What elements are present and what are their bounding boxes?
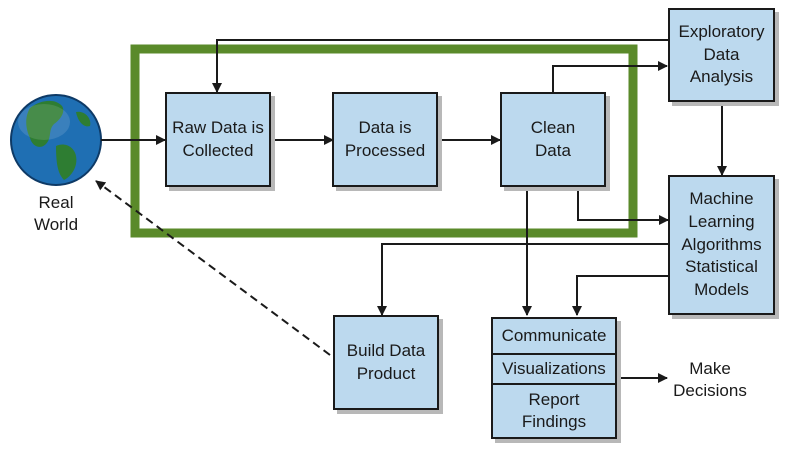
communicate-box: Communicate Visualizations Report Findin… bbox=[491, 317, 617, 439]
machine-learning-box: Machine Learning Algorithms Statistical … bbox=[668, 175, 775, 315]
clean-data-box: Clean Data bbox=[500, 92, 606, 187]
data-processed-label: Data is Processed bbox=[344, 117, 426, 160]
arrow-clean-to-ml bbox=[577, 186, 669, 225]
clean-data-label: Clean Data bbox=[530, 117, 576, 160]
arrow-clean-to-eda bbox=[552, 61, 668, 92]
visualizations-label: Visualizations bbox=[493, 355, 615, 385]
real-world-label: Real World bbox=[33, 193, 79, 235]
raw-data-collected-box: Raw Data is Collected bbox=[165, 92, 271, 187]
machine-learning-label: Machine Learning Algorithms Statistical … bbox=[681, 188, 762, 300]
arrow-product-to-world bbox=[95, 180, 331, 356]
build-data-product-label: Build Data Product bbox=[346, 340, 426, 383]
communicate-label: Communicate bbox=[493, 319, 615, 355]
exploratory-analysis-label: Exploratory Data Analysis bbox=[678, 21, 765, 87]
report-findings-label: Report Findings bbox=[521, 389, 587, 431]
raw-data-collected-label: Raw Data is Collected bbox=[172, 117, 264, 160]
data-processed-box: Data is Processed bbox=[332, 92, 438, 187]
arrow-eda-to-raw bbox=[212, 39, 668, 93]
exploratory-analysis-box: Exploratory Data Analysis bbox=[668, 8, 775, 102]
earth-globe-icon bbox=[10, 94, 102, 186]
arrow-ml-to-build bbox=[377, 243, 668, 316]
build-data-product-box: Build Data Product bbox=[333, 315, 439, 410]
arrow-ml-to-communicate bbox=[572, 275, 668, 316]
make-decisions-label: Make Decisions bbox=[673, 359, 747, 401]
